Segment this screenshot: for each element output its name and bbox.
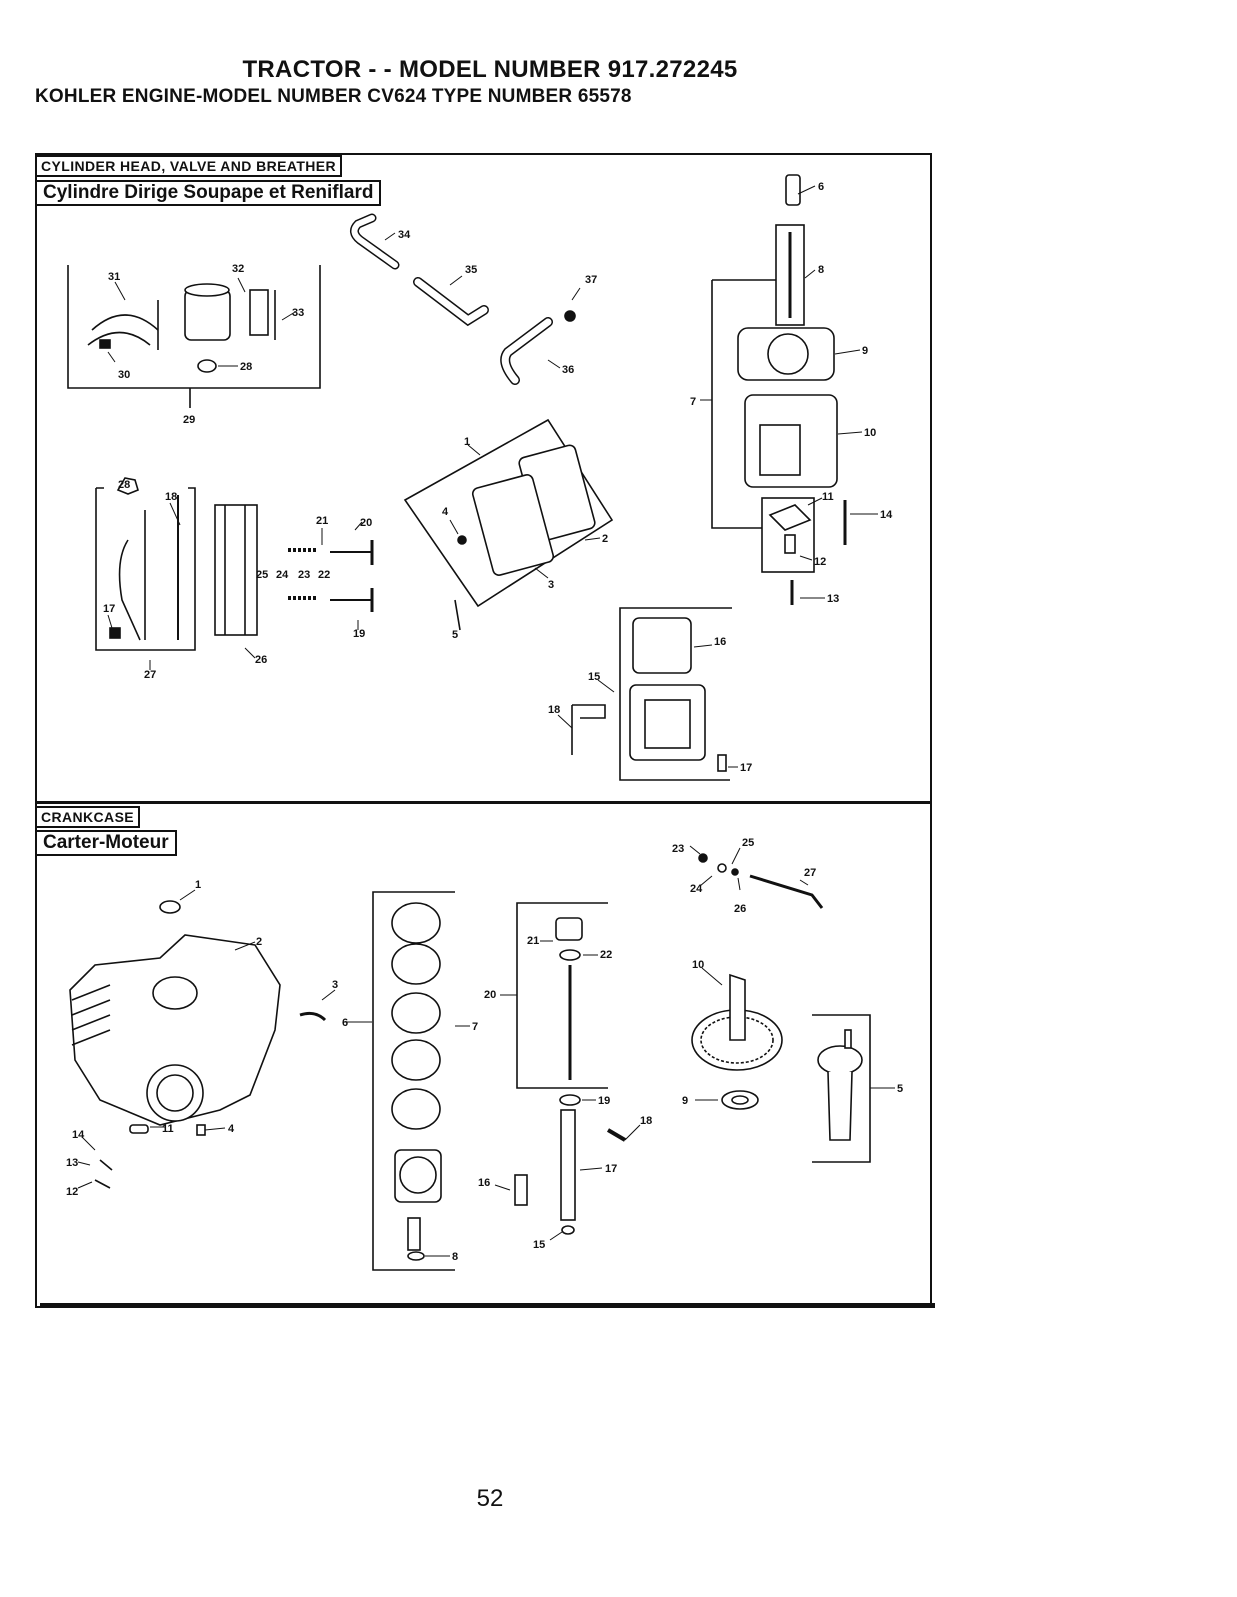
bottom-rule xyxy=(40,1303,935,1308)
page-title: TRACTOR - - MODEL NUMBER 917.272245 xyxy=(242,56,738,83)
callout-2: 2 xyxy=(602,533,608,545)
callout-15: 15 xyxy=(588,671,600,683)
callout-29: 29 xyxy=(183,414,195,426)
callout-24: 24 xyxy=(276,569,289,581)
callout-27: 27 xyxy=(144,669,156,681)
cc-callout-3: 3 xyxy=(332,979,338,991)
cc-callout-20: 20 xyxy=(484,989,496,1001)
callout-8: 8 xyxy=(818,264,824,276)
callout-10: 10 xyxy=(864,427,876,439)
breather-bracket-shape xyxy=(87,314,159,346)
callout-28a: 28 xyxy=(240,361,252,373)
breather-filter-shape xyxy=(184,289,231,341)
cc-callout-22: 22 xyxy=(600,949,612,961)
ignition-coil-shape xyxy=(629,684,706,761)
cc-callout-18: 18 xyxy=(640,1115,652,1127)
cc-callout-2: 2 xyxy=(256,936,262,948)
callout-5: 5 xyxy=(452,629,458,641)
callout-36: 36 xyxy=(562,364,574,376)
cc-callout-4: 4 xyxy=(228,1123,235,1135)
callout-30: 30 xyxy=(118,369,130,381)
callout-26: 26 xyxy=(255,654,267,666)
cc-callout-27: 27 xyxy=(804,867,816,879)
callout-18b: 18 xyxy=(165,491,177,503)
cc-callout-6: 6 xyxy=(342,1017,348,1029)
callout-25: 25 xyxy=(256,569,268,581)
cc-callout-23: 23 xyxy=(672,843,684,855)
cc-callout-7: 7 xyxy=(472,1021,478,1033)
cc-callout-13: 13 xyxy=(66,1157,78,1169)
callout-28b: 28 xyxy=(118,479,130,491)
callout-7: 7 xyxy=(690,396,696,408)
breather-group-bracket xyxy=(67,265,321,389)
cc-callout-17: 17 xyxy=(605,1163,617,1175)
callout-20: 20 xyxy=(360,517,372,529)
callout-11: 11 xyxy=(822,491,834,503)
oil-pickup-tube-shape xyxy=(560,1109,576,1221)
cc-callout-1: 1 xyxy=(195,879,201,891)
callout-18a: 18 xyxy=(548,704,560,716)
page-subtitle: KOHLER ENGINE-MODEL NUMBER CV624 TYPE NU… xyxy=(35,86,632,107)
callout-12: 12 xyxy=(814,556,826,568)
valve-guide-block-shape xyxy=(214,504,258,636)
callout-3: 3 xyxy=(548,579,554,591)
callout-33: 33 xyxy=(292,307,304,319)
cc-callout-15: 15 xyxy=(533,1239,545,1251)
callout-21: 21 xyxy=(316,515,328,527)
callout-22: 22 xyxy=(318,569,330,581)
crankcase-shape xyxy=(69,934,281,1126)
cc-callout-25: 25 xyxy=(742,837,754,849)
cc-callout-26: 26 xyxy=(734,903,746,915)
section-2-label-en: CRANKCASE xyxy=(35,806,141,828)
callout-9: 9 xyxy=(862,345,868,357)
callout-19: 19 xyxy=(353,628,365,640)
callout-13: 13 xyxy=(827,593,839,605)
cc-callout-14: 14 xyxy=(72,1129,85,1141)
callout-17a: 17 xyxy=(740,762,752,774)
cc-callout-24: 24 xyxy=(690,883,703,895)
callout-37: 37 xyxy=(585,274,597,286)
callout-34: 34 xyxy=(398,229,411,241)
section-1-label-fr: Cylindre Dirige Soupape et Reniflard xyxy=(35,180,382,206)
callout-16a: 16 xyxy=(714,636,726,648)
cc-callout-5: 5 xyxy=(897,1083,903,1095)
cc-callout-19: 19 xyxy=(598,1095,610,1107)
cc-callout-12: 12 xyxy=(66,1186,78,1198)
callout-23: 23 xyxy=(298,569,310,581)
cc-callout-11: 11 xyxy=(162,1123,174,1135)
callout-17b: 17 xyxy=(103,603,115,615)
section-1-label-en: CYLINDER HEAD, VALVE AND BREATHER xyxy=(35,155,343,177)
callout-14: 14 xyxy=(880,509,893,521)
callout-32: 32 xyxy=(232,263,244,275)
cc-callout-16: 16 xyxy=(478,1177,490,1189)
callout-6: 6 xyxy=(818,181,824,193)
page-number: 52 xyxy=(476,1485,504,1512)
section-divider xyxy=(35,801,932,804)
callout-1: 1 xyxy=(464,436,470,448)
connecting-rod-shape xyxy=(817,1045,863,1075)
callout-31: 31 xyxy=(108,271,120,283)
callout-4: 4 xyxy=(442,506,449,518)
callout-35: 35 xyxy=(465,264,477,276)
cc-callout-21: 21 xyxy=(527,935,539,947)
cc-callout-10: 10 xyxy=(692,959,704,971)
section-2-label-fr: Carter-Moteur xyxy=(35,830,177,856)
cc-callout-9: 9 xyxy=(682,1095,688,1107)
cc-callout-8: 8 xyxy=(452,1251,458,1263)
